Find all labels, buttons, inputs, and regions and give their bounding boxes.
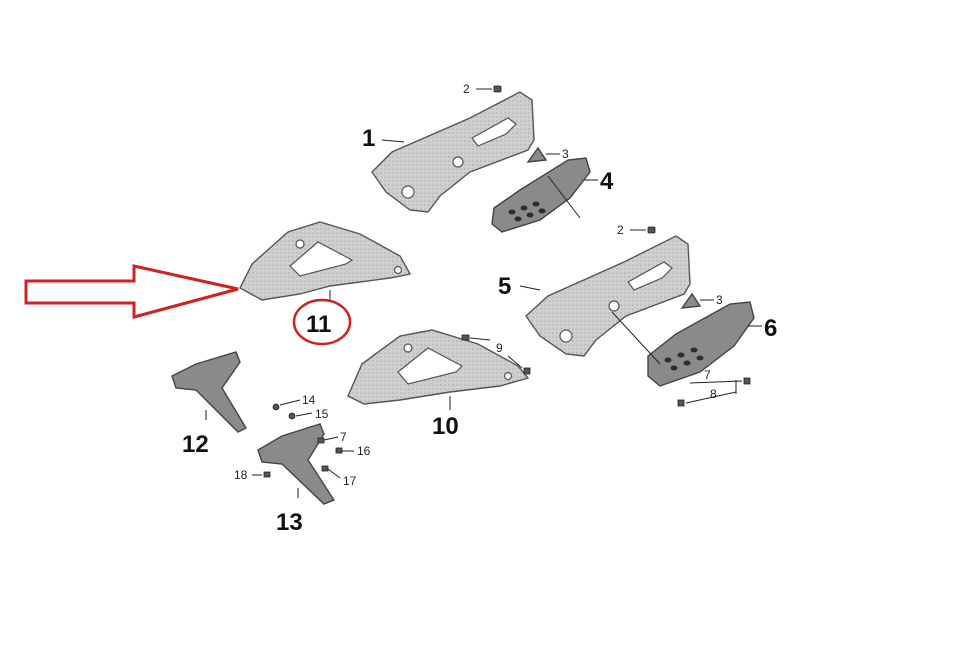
part-4-plate[interactable]: [491, 157, 598, 233]
fasteners-13: [252, 399, 354, 479]
label-9: 9: [496, 341, 503, 355]
label-2-upper: 2: [463, 82, 470, 96]
label-4: 4: [600, 168, 614, 195]
label-10: 10: [432, 413, 459, 440]
part-11-cover[interactable]: [239, 221, 412, 301]
part-13-bracket[interactable]: [257, 423, 336, 505]
label-16: 16: [357, 444, 371, 458]
screw-2-upper: [476, 85, 502, 93]
leader-1: [381, 139, 405, 143]
highlight-circle: [292, 298, 352, 346]
label-11: 11: [306, 311, 331, 338]
label-3-lower: 3: [716, 293, 723, 307]
label-12: 12: [182, 431, 209, 458]
screw-2-lower: [630, 226, 656, 234]
highlight-arrow: [24, 264, 239, 319]
leader-5: [519, 285, 541, 291]
label-8: 8: [710, 387, 717, 401]
screw-9: [461, 334, 531, 375]
label-1: 1: [362, 125, 375, 152]
label-7-right: 7: [704, 368, 711, 382]
label-17: 17: [343, 474, 357, 488]
part-6-plate[interactable]: [611, 301, 762, 387]
label-18: 18: [234, 468, 248, 482]
label-5: 5: [498, 273, 511, 300]
label-2-lower: 2: [617, 223, 624, 237]
label-13: 13: [276, 509, 303, 536]
clip-3-upper: [526, 146, 560, 163]
part-1-cover[interactable]: [371, 91, 535, 213]
label-14: 14: [302, 393, 316, 407]
clip-3-lower: [680, 292, 714, 309]
part-12-bracket[interactable]: [171, 351, 247, 433]
part-10-cover[interactable]: [347, 329, 530, 405]
label-3-upper: 3: [562, 147, 569, 161]
label-6: 6: [764, 315, 777, 342]
part-5-cover[interactable]: [525, 235, 691, 357]
screws-7-8: [677, 377, 751, 407]
label-15: 15: [315, 407, 329, 421]
label-7-left: 7: [340, 430, 347, 444]
